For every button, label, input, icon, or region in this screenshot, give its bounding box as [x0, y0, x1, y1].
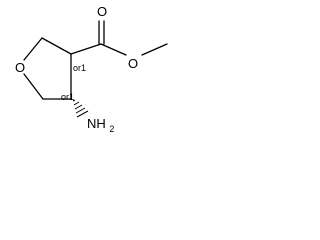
- atom-labels: O O O NH 2: [15, 4, 138, 134]
- wedge-dash: [73, 101, 80, 106]
- amino-group-label: NH 2: [87, 116, 114, 134]
- carbonyl-oxygen-label: O: [97, 4, 107, 19]
- amino-nh-text: NH: [87, 116, 106, 131]
- c3-stereo-label: or1: [73, 63, 86, 73]
- bond-c3-carbonyl-c: [70, 43, 102, 55]
- hashed-wedge-bond: [72, 99, 89, 118]
- bond-ring-o-ch2-top: [23, 37, 43, 61]
- bond-ring-o-ch2-bottom: [23, 73, 44, 100]
- bond-ester-o-methyl: [141, 43, 168, 56]
- wedge-dash: [72, 99, 76, 102]
- ring-oxygen-label: O: [15, 60, 25, 75]
- amino-subscript-text: 2: [109, 124, 114, 134]
- stereo-descriptors: or1 or1: [61, 63, 86, 102]
- wedge-dash: [74, 104, 83, 110]
- c4-stereo-label: or1: [61, 92, 74, 102]
- bond-carbonyl-c-ester-o: [100, 43, 127, 56]
- chemical-structure: O O O NH 2 or1 or1: [15, 4, 168, 134]
- ester-oxygen-label: O: [128, 56, 138, 71]
- bonds: [23, 20, 168, 118]
- wedge-dash: [75, 107, 86, 114]
- wedge-dash: [76, 110, 89, 118]
- bond-ch2-c3: [41, 37, 72, 55]
